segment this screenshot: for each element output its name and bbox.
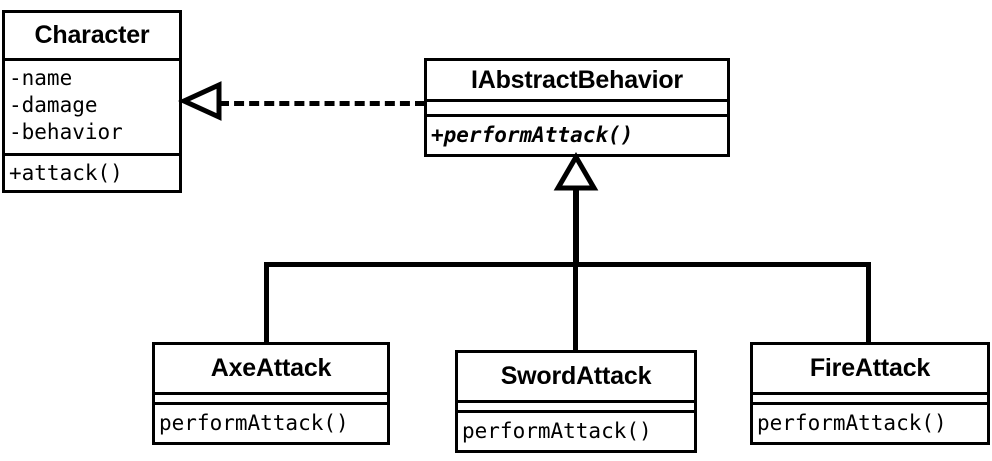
attribute-row: -behavior <box>9 120 123 144</box>
class-attributes-abstract-behavior <box>427 99 727 114</box>
class-operations-axe-attack: performAttack() <box>155 402 387 442</box>
operation-row: +performAttack() <box>431 123 634 147</box>
class-title-character: Character <box>34 21 150 49</box>
class-operations-character: +attack() <box>5 153 179 190</box>
realization-hollow-triangle-icon <box>177 81 222 121</box>
class-operations-abstract-behavior: +performAttack() <box>427 114 727 154</box>
operation-row: +attack() <box>9 160 123 185</box>
class-operations-fire-attack: performAttack() <box>753 402 987 442</box>
class-box-character[interactable]: Character -name -damage -behavior +attac… <box>2 10 182 193</box>
class-title-sword-attack: SwordAttack <box>500 362 652 390</box>
operation-row: performAttack() <box>462 419 652 443</box>
class-box-fire-attack[interactable]: FireAttack performAttack() <box>750 342 990 445</box>
attribute-row: -damage <box>9 93 98 117</box>
class-box-axe-attack[interactable]: AxeAttack performAttack() <box>152 342 390 445</box>
generalization-bus-line <box>264 262 871 267</box>
generalization-drop-sword-attack <box>573 262 578 352</box>
operation-row: performAttack() <box>757 411 947 435</box>
class-attributes-axe-attack <box>155 392 387 402</box>
class-title-fire-attack: FireAttack <box>809 354 931 382</box>
class-box-sword-attack[interactable]: SwordAttack performAttack() <box>455 350 697 453</box>
generalization-drop-fire-attack <box>866 262 871 344</box>
class-attributes-character: -name -damage -behavior <box>5 58 179 153</box>
generalization-trunk-line <box>573 186 579 266</box>
generalization-hollow-triangle-icon <box>553 152 599 191</box>
class-box-abstract-behavior[interactable]: IAbstractBehavior +performAttack() <box>424 58 730 157</box>
class-attributes-fire-attack <box>753 392 987 402</box>
attribute-row: -name <box>9 66 73 90</box>
operation-row: performAttack() <box>159 411 349 435</box>
class-operations-sword-attack: performAttack() <box>458 410 694 450</box>
realization-dashed-line <box>219 101 425 106</box>
class-attributes-sword-attack <box>458 400 694 410</box>
generalization-drop-axe-attack <box>264 262 269 344</box>
class-title-axe-attack: AxeAttack <box>210 354 332 382</box>
class-title-abstract-behavior: IAbstractBehavior <box>471 65 683 94</box>
